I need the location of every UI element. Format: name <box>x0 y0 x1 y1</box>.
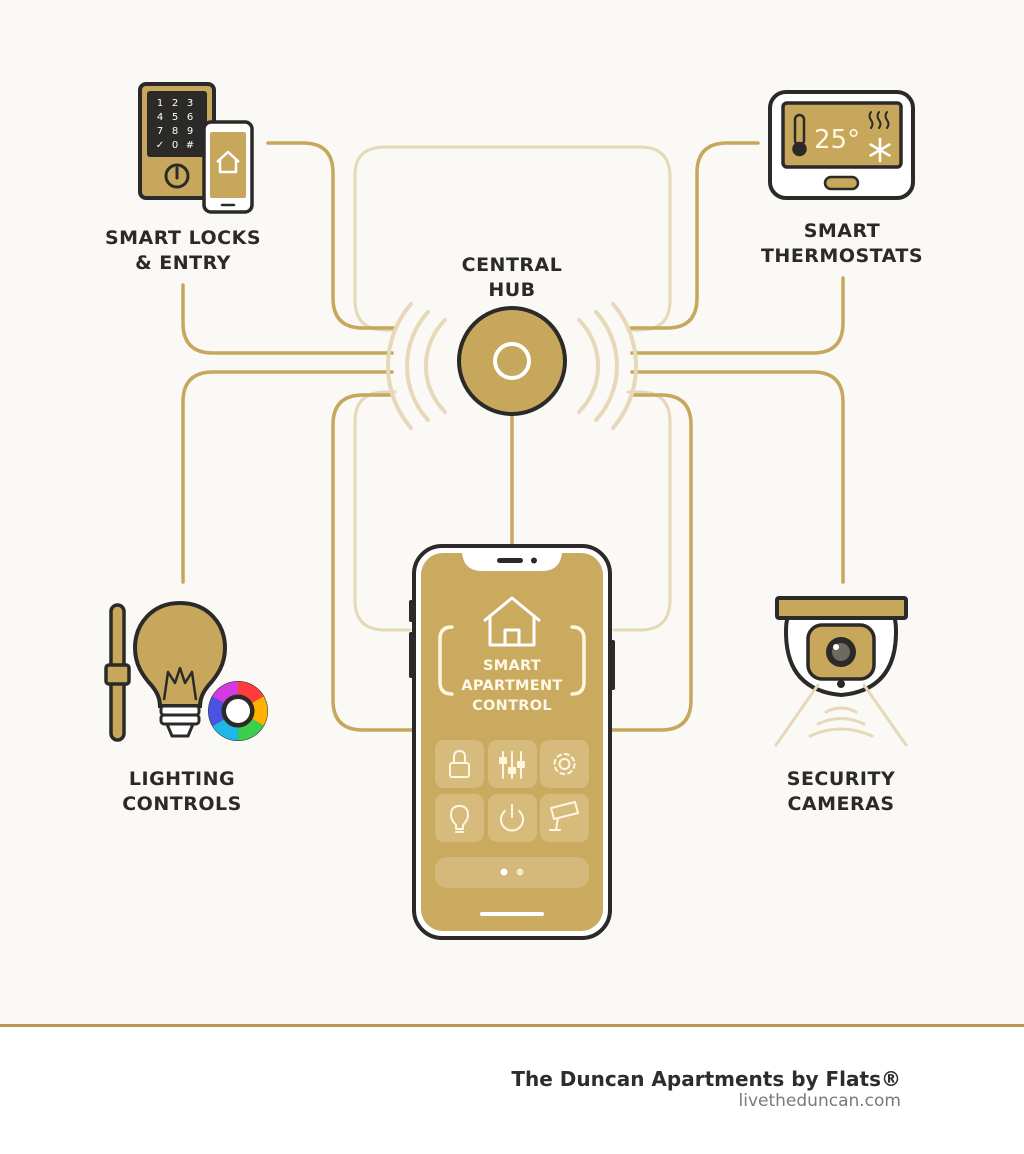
keypad-key: 2 <box>172 98 178 109</box>
keypad-key: 3 <box>187 98 193 109</box>
keypad-key: 7 <box>157 126 163 137</box>
hub-icon <box>457 306 567 416</box>
thermostat-icon: 25° <box>768 90 915 200</box>
keypad-key: 6 <box>187 112 193 123</box>
security-cameras-label: SECURITY CAMERAS <box>786 768 896 815</box>
footer: The Duncan Apartments by Flats® livethed… <box>0 1027 1024 1154</box>
signal-waves-icon <box>386 302 638 430</box>
color-wheel-icon <box>208 681 268 741</box>
bulb-icon <box>450 805 469 833</box>
light-bulb-icon <box>132 600 228 738</box>
thermometer-icon <box>792 113 807 157</box>
keypad-key: 1 <box>157 98 163 109</box>
keypad-key: 9 <box>187 126 193 137</box>
keypad-key: 4 <box>157 112 163 123</box>
keypad-key: # <box>186 140 194 151</box>
heat-icon <box>868 111 890 129</box>
central-hub-label: CENTRAL HUB <box>461 254 563 301</box>
brand-name: The Duncan Apartments by Flats® <box>511 1067 901 1091</box>
keypad-key: 8 <box>172 126 178 137</box>
smart-locks-label: SMART LOCKS & ENTRY <box>104 227 262 274</box>
snowflake-icon <box>869 137 891 163</box>
home-icon <box>483 596 541 647</box>
phone-app-title: SMART APARTMENT CONTROL <box>461 658 563 714</box>
smart-thermostats-label: SMART THERMOSTATS <box>760 220 924 267</box>
security-camera-icon <box>774 596 908 747</box>
footer-divider <box>0 1024 1024 1027</box>
lock-icon <box>449 750 470 778</box>
gear-icon <box>553 753 576 775</box>
sliders-icon <box>499 751 525 779</box>
mobile-phone-icon <box>202 120 254 214</box>
central-hub <box>386 302 638 430</box>
keypad-key: 0 <box>172 140 178 151</box>
keypad-key: 5 <box>172 112 178 123</box>
dimmer-slider-icon <box>104 603 131 742</box>
camera-icon <box>549 801 579 831</box>
keypad-key: ✓ <box>156 140 164 151</box>
smartphone <box>409 544 615 940</box>
thermostat-temperature: 25° <box>814 125 860 155</box>
outer-connectors <box>181 141 845 732</box>
lighting-controls-label: LIGHTING CONTROLS <box>122 768 242 815</box>
brand-url: livetheduncan.com <box>738 1091 901 1111</box>
power-icon <box>500 804 524 832</box>
